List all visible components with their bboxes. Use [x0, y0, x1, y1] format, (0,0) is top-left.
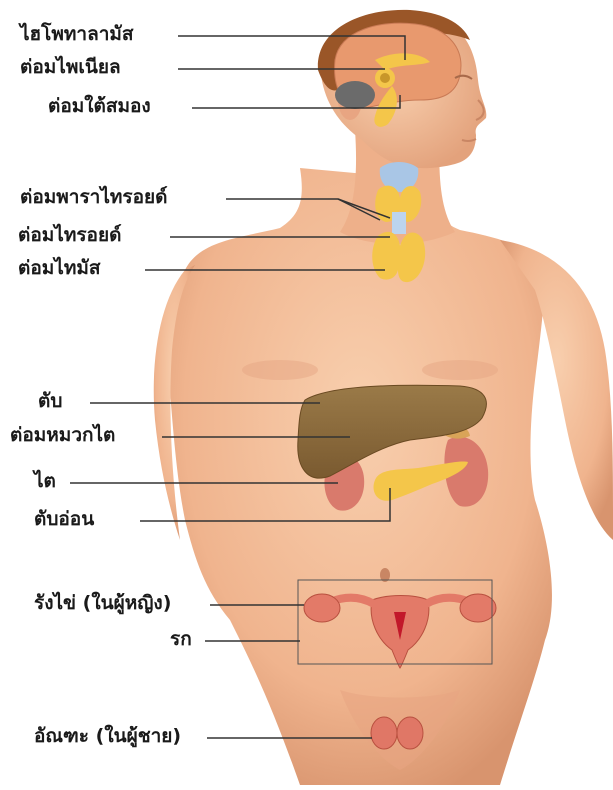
right-ovary — [460, 594, 496, 622]
label-adrenal: ต่อมหมวกไต — [10, 426, 115, 445]
right-testis — [397, 717, 423, 749]
label-uterus: รก — [170, 630, 192, 649]
label-hypothalamus: ไฮโพทาลามัส — [20, 25, 134, 44]
right-pec — [422, 360, 498, 380]
left-pec — [242, 360, 318, 380]
label-parathyroid: ต่อมพาราไทรอยด์ — [20, 188, 168, 207]
left-ovary — [304, 594, 340, 622]
label-pancreas: ตับอ่อน — [34, 510, 94, 529]
label-thyroid: ต่อมไทรอยด์ — [18, 226, 121, 245]
label-thymus: ต่อมไทมัส — [18, 259, 100, 278]
label-testes: อัณฑะ (ในผู้ชาย) — [34, 727, 181, 746]
trachea — [392, 212, 406, 234]
label-pituitary: ต่อมใต้สมอง — [48, 97, 151, 116]
left-testis — [371, 717, 397, 749]
label-liver: ตับ — [38, 392, 62, 411]
label-ovary: รังไข่ (ในผู้หญิง) — [34, 594, 171, 613]
pineal-core — [380, 73, 390, 83]
label-kidney: ไต — [34, 472, 56, 491]
label-pineal: ต่อมไพเนียล — [20, 58, 121, 77]
cerebellum — [335, 81, 375, 109]
